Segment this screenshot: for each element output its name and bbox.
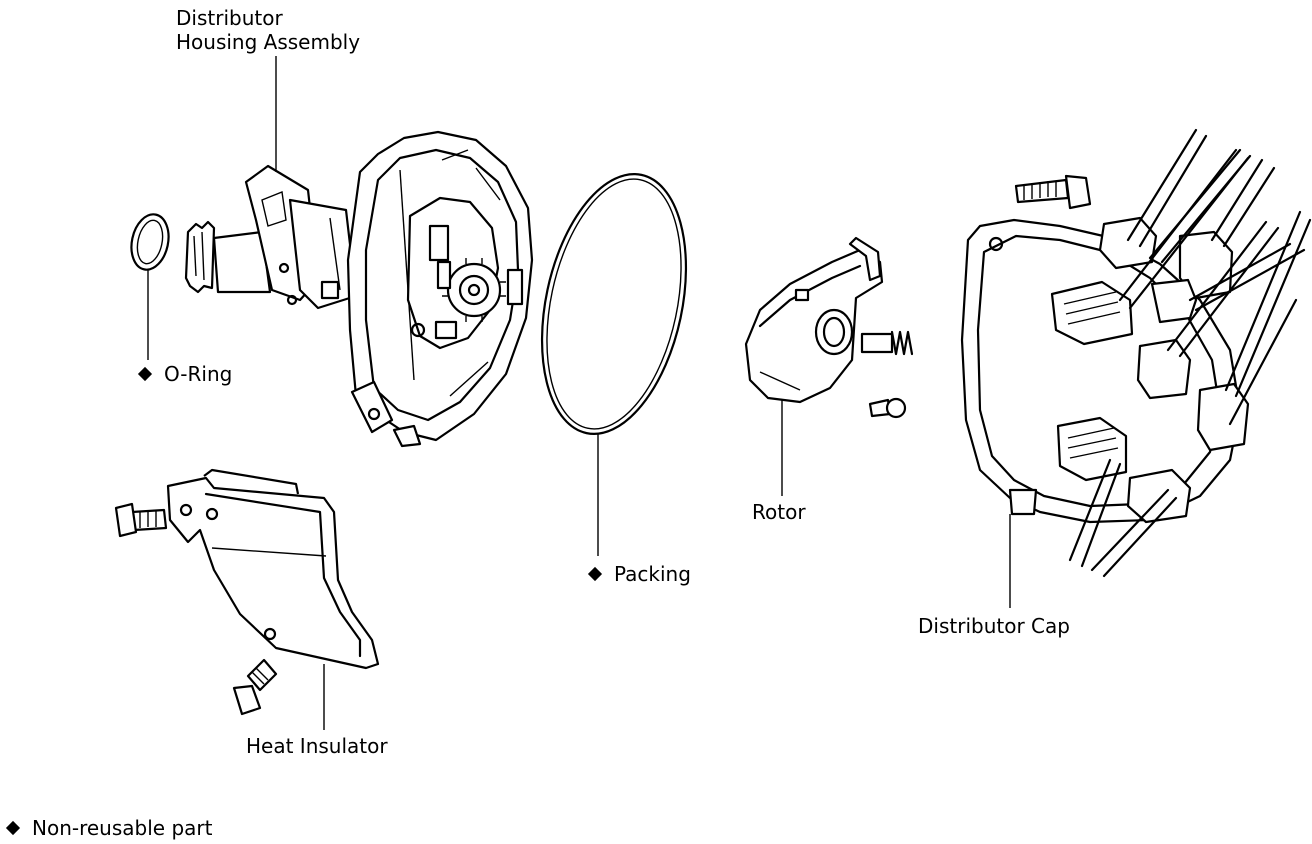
housing-label-line1: Distributor <box>176 6 283 30</box>
diamond-icon <box>137 366 153 382</box>
housing-label-line2: Housing Assembly <box>176 30 361 54</box>
packing-label-text: Packing <box>614 562 691 586</box>
heat-insulator-part <box>166 468 380 670</box>
spring-part <box>860 330 914 356</box>
insulator-bolt-upper <box>114 502 168 538</box>
diamond-icon <box>587 566 603 582</box>
distributor-housing-part <box>184 130 534 448</box>
diamond-icon <box>5 820 21 836</box>
small-screw-part <box>868 397 907 419</box>
housing-label: Distributor Housing Assembly <box>176 6 360 54</box>
o-ring-label: O-Ring <box>137 362 233 386</box>
legend: Non-reusable part <box>5 816 213 840</box>
distributor-cap-part <box>960 128 1312 578</box>
legend-text: Non-reusable part <box>32 816 213 840</box>
o-ring-part <box>130 213 170 271</box>
insulator-label: Heat Insulator <box>246 734 388 758</box>
rotor-label: Rotor <box>752 500 806 524</box>
packing-label: Packing <box>587 562 691 586</box>
cap-label: Distributor Cap <box>918 614 1070 638</box>
insulator-bolt-lower <box>232 658 278 716</box>
packing-part <box>540 173 688 435</box>
rotor-part <box>744 236 884 404</box>
o-ring-label-text: O-Ring <box>164 362 233 386</box>
